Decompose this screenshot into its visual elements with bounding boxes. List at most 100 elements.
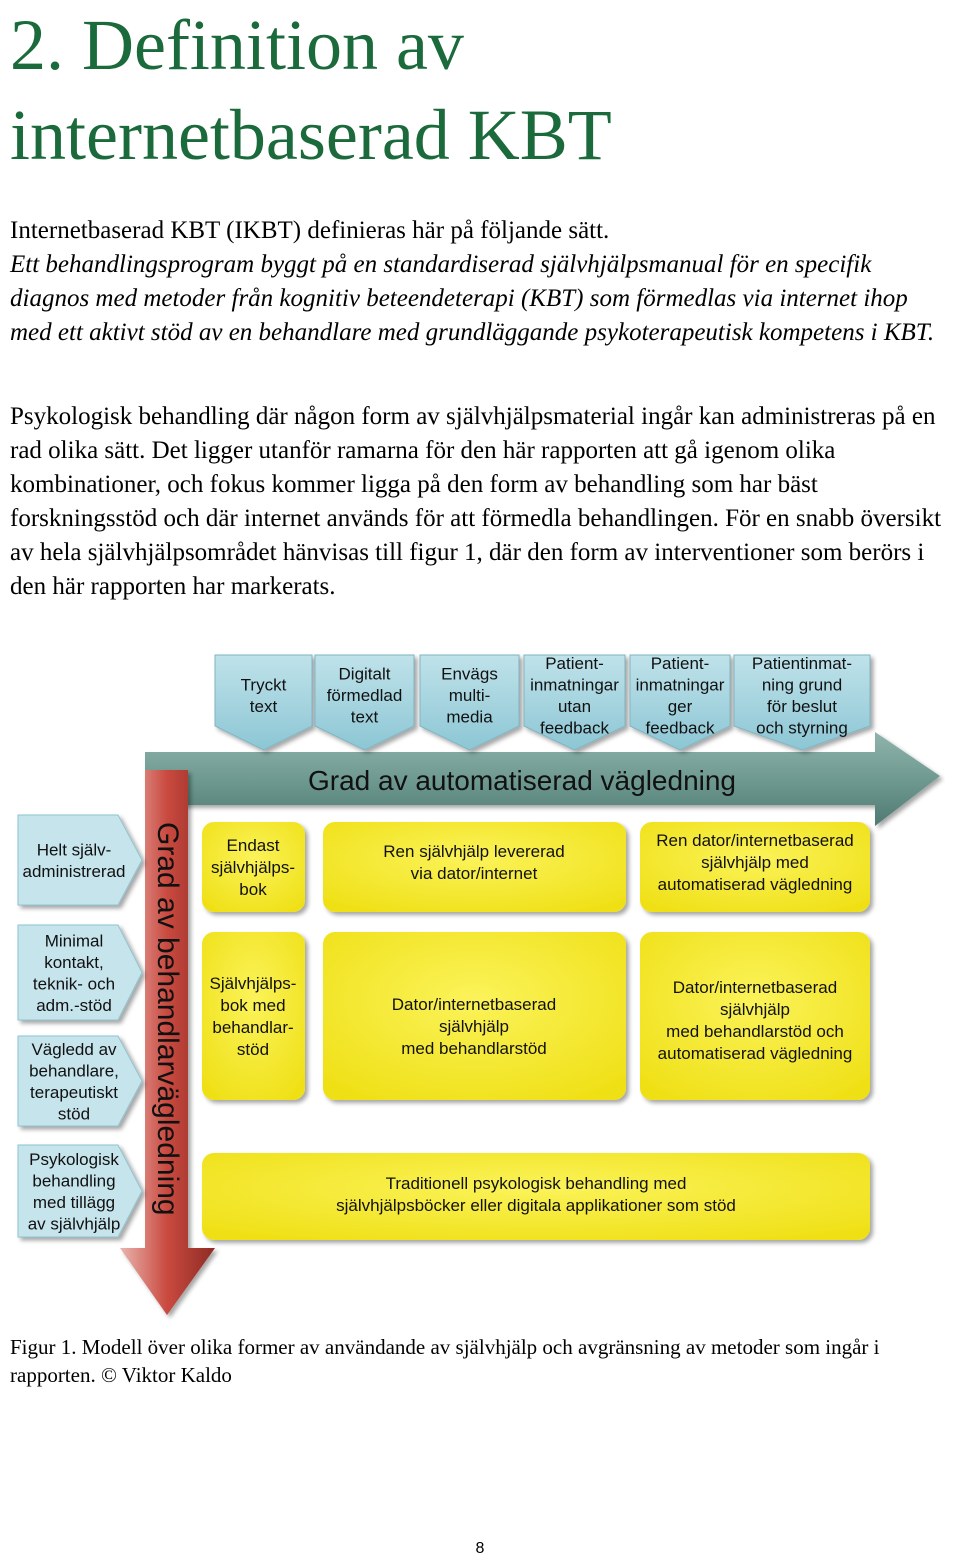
figure-label-line: ning grund (762, 675, 842, 694)
figure-label-line: Digitalt (339, 665, 391, 684)
figure-label-line: multi- (449, 686, 491, 705)
page-number: 8 (475, 1540, 485, 1557)
cell-text: Dator/internetbaserad självhjälp med behan… (392, 995, 556, 1058)
figure-label-line: utan (558, 697, 591, 716)
figure-label-line: Minimal (45, 931, 104, 950)
figure-label-line: Tryckt (241, 675, 287, 694)
cell-text: Dator/internetbaserad självhjälp med behan… (658, 978, 853, 1063)
figure-label-line: Vägledd av (31, 1040, 117, 1059)
figure-label-line: stöd (237, 1040, 269, 1059)
figure-label-line: Patientinmat- (752, 654, 852, 673)
heading-line-1: 2. Definition av (10, 5, 464, 85)
cell-text: Självhjälps-bok med behandlar-stöd (210, 974, 297, 1059)
figure-label-line: självhjälp (720, 1000, 790, 1019)
figure-caption: Figur 1. Modell över olika former av anv… (10, 1335, 880, 1387)
top-label-box: Tryckt text (214, 654, 313, 751)
intro-paragraph: Internetbaserad KBT (IKBT) definieras hä… (10, 217, 610, 244)
cell-r3: Traditionell psykologisk behandling med s… (202, 1153, 870, 1240)
vertical-arrow (120, 770, 215, 1315)
left-label-box: Minimal kontakt, teknik- och adm.-stöd (17, 924, 143, 1021)
figure-label-line: feedback (540, 718, 609, 737)
figure-label-line: av självhjälp (28, 1214, 121, 1233)
figure-label-line: förmedlad (327, 686, 403, 705)
figure-label-line: för beslut (767, 697, 837, 716)
cell-r2c1: Självhjälps-bok med behandlar-stöd (202, 932, 305, 1100)
figure-label-line: självhjälp (439, 1017, 509, 1036)
figure-label-line: Psykologisk (29, 1150, 119, 1169)
figure-label-line: automatiserad vägledning (658, 1044, 853, 1063)
figure-label-line: Dator/internetbaserad (392, 995, 556, 1014)
top-label-box: Patientinmat-ning grund för beslut och sty… (733, 654, 871, 751)
figure-label-line: teknik- och (33, 974, 115, 993)
top-label-box: Envägs multi-media (419, 654, 520, 751)
figure-label-line: självhjälpsböcker eller digitala applika… (336, 1196, 736, 1215)
horizontal-arrow (145, 732, 940, 826)
cell-text: Ren självhjälp levererad via dator/intern… (383, 842, 564, 883)
figure-label-line: med behandlarstöd (401, 1039, 547, 1058)
figure-label-line: Ren självhjälp levererad (383, 842, 564, 861)
figure-label-line: Traditionell psykologisk behandling med (386, 1174, 687, 1193)
self-help-model-figure: Grad av automatiserad vägledning Grad av… (17, 654, 940, 1315)
cell-r2c3: Dator/internetbaserad självhjälp med behan… (640, 932, 870, 1100)
figure-label-line: med behandlarstöd och (666, 1022, 844, 1041)
figure-label-line: Envägs (441, 665, 498, 684)
left-label-box: Psykologisk behandling med tillägg av själv… (17, 1144, 143, 1238)
figure-label-line: terapeutiskt (30, 1083, 118, 1102)
cell-r2c2: Dator/internetbaserad självhjälp med behan… (323, 932, 626, 1100)
figure-label-line: behandlare, (29, 1061, 119, 1080)
figure-label-line: Ren dator/internetbaserad (656, 831, 854, 850)
cell-text: Ren dator/internetbaserad självhjälp med a… (656, 831, 854, 894)
figure-label-line: självhjälp med (701, 853, 809, 872)
figure-label-line: text (351, 708, 379, 727)
figure-label-line: media (446, 708, 493, 727)
figure-label-line: inmatningar (636, 675, 725, 694)
figure-label-line: behandling (32, 1171, 115, 1190)
figure-label-line: självhjälps- (211, 858, 295, 877)
figure-label-line: automatiserad vägledning (658, 875, 853, 894)
horizontal-axis-label: Grad av automatiserad vägledning (308, 765, 736, 796)
figure-label-line: med tillägg (33, 1193, 115, 1212)
definition-paragraph: Ett behandlingsprogram byggt på en stand… (10, 251, 935, 346)
cell-r1c3: Ren dator/internetbaserad självhjälp med a… (640, 822, 870, 912)
top-label-box: Patient-inmatningar utan feedback (523, 654, 626, 751)
figure-label-line: kontakt, (44, 953, 104, 972)
svg-text:Helt själv-administrerad: Helt själv-administrerad (23, 840, 126, 881)
figure-label-line: Helt själv- (37, 840, 112, 859)
cell-text: Traditionell psykologisk behandling med s… (336, 1174, 736, 1215)
body-paragraph: Psykologisk behandling där någon form av… (10, 403, 942, 600)
figure-label-line: Dator/internetbaserad (673, 978, 837, 997)
figure-label-line: och styrning (756, 718, 848, 737)
cell-r1c2: Ren självhjälp levererad via dator/intern… (323, 822, 626, 912)
figure-label-line: ger (668, 697, 693, 716)
figure-label-line: Patient- (545, 654, 604, 673)
top-label-box: Patient-inmatningar ger feedback (629, 654, 731, 751)
figure-label-line: bok med (220, 996, 285, 1015)
vertical-axis-label: Grad av behandlarvägledning (151, 822, 184, 1216)
figure-label-line: inmatningar (530, 675, 619, 694)
top-label-box: Digitalt förmedlad text (314, 654, 415, 751)
figure-label-line: Endast (227, 836, 280, 855)
figure-label-line: adm.-stöd (36, 996, 112, 1015)
figure-label-line: administrerad (23, 862, 126, 881)
figure-label-line: Självhjälps- (210, 974, 297, 993)
figure-label-line: behandlar- (212, 1018, 293, 1037)
figure-label-line: text (250, 697, 278, 716)
heading-line-2: internetbaserad KBT (10, 95, 612, 175)
page-heading: 2. Definition av internetbaserad KBT (10, 0, 910, 180)
figure-label-line: Patient- (651, 654, 710, 673)
figure-label-line: feedback (646, 718, 715, 737)
figure-label-line: via dator/internet (411, 864, 538, 883)
left-label-box: Helt själv-administrerad (17, 814, 143, 906)
